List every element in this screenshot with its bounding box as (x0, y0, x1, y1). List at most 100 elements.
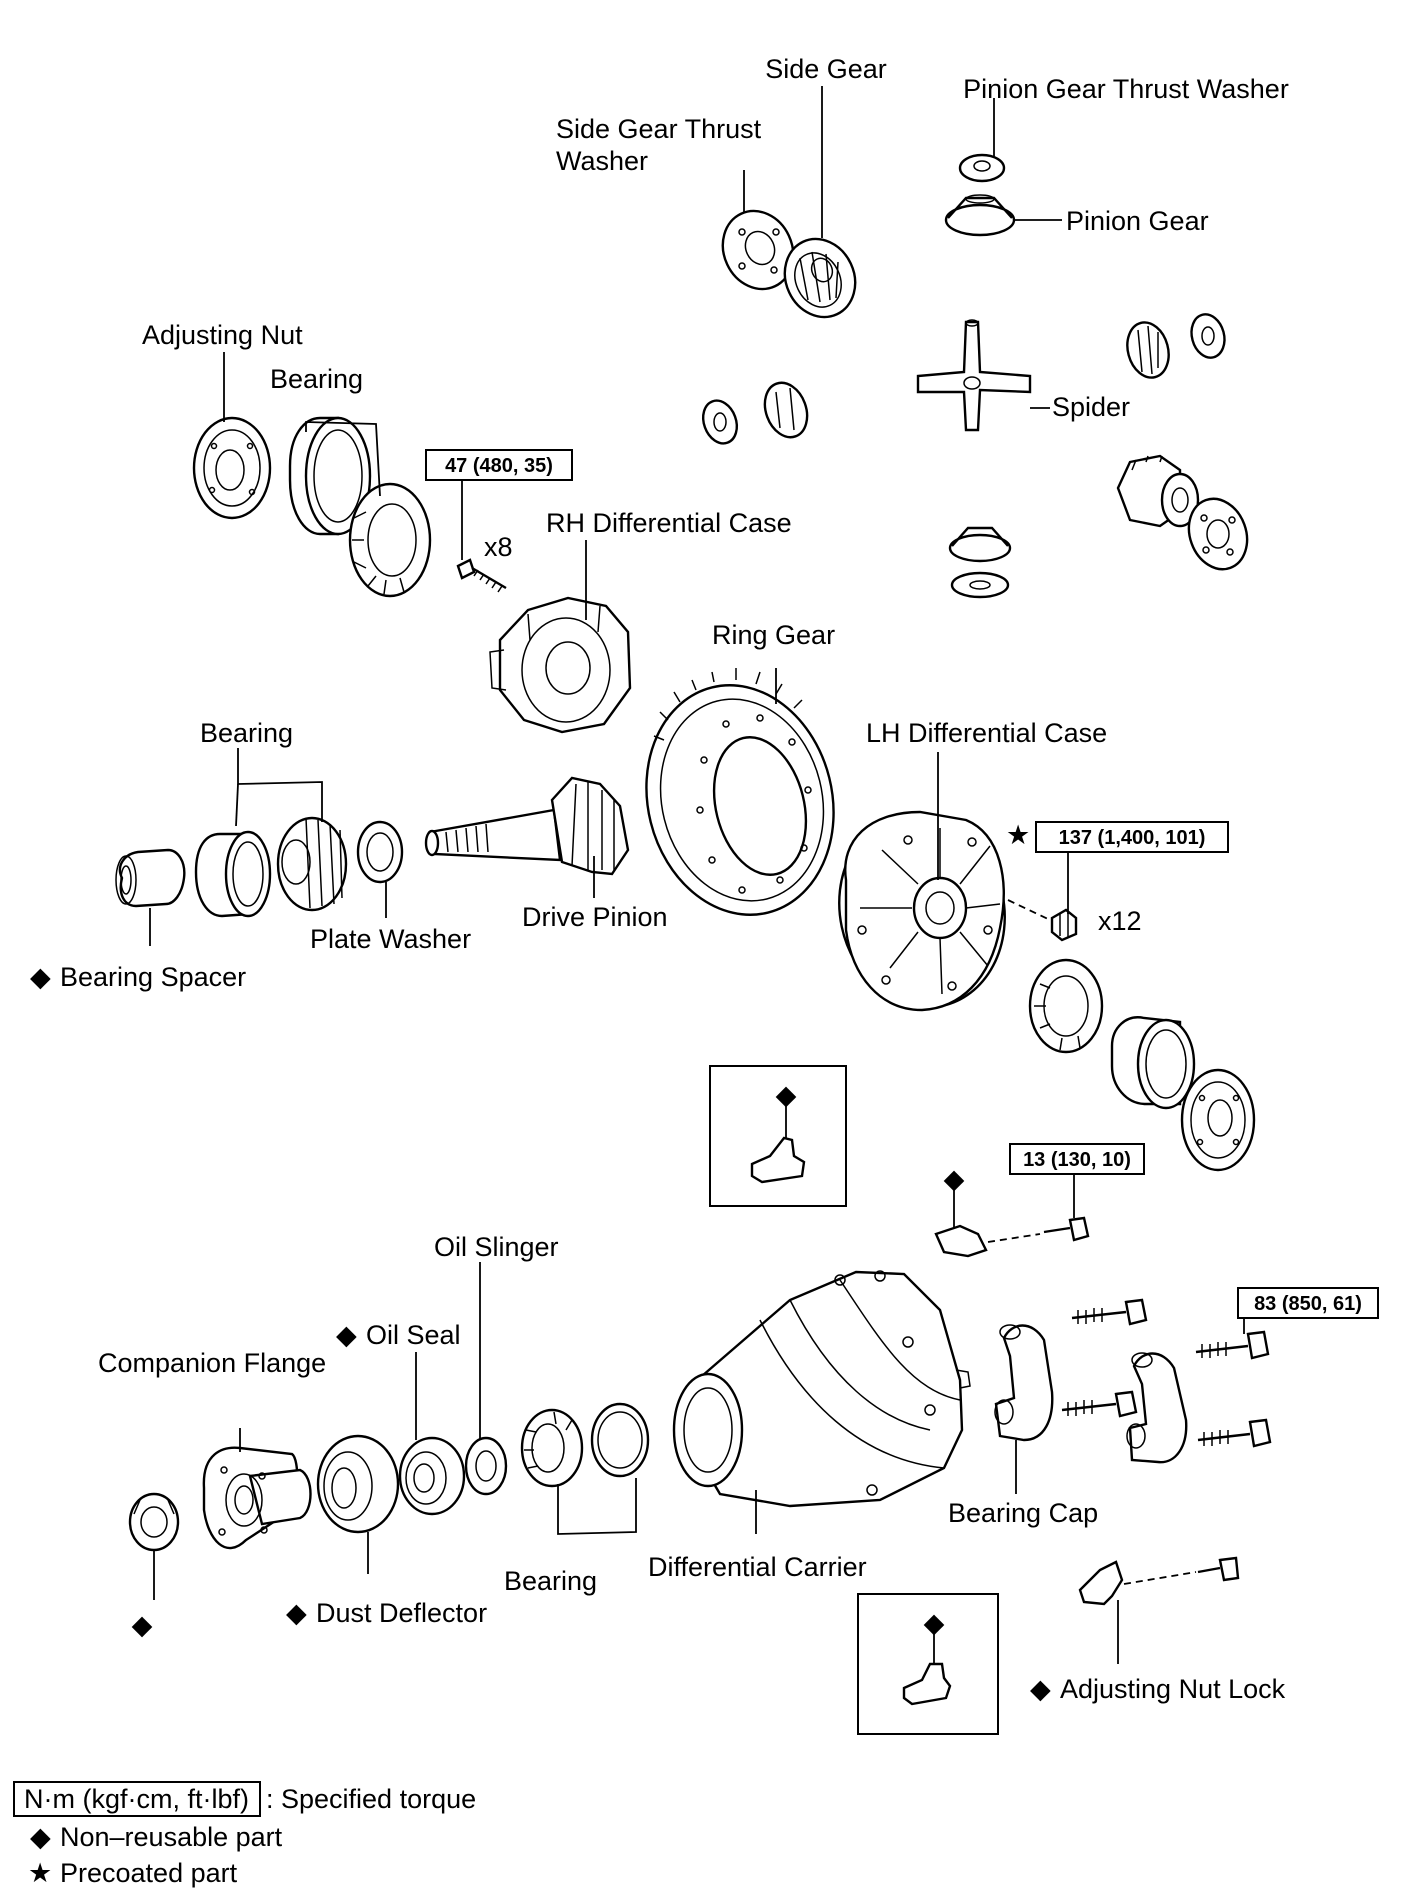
bearing-spacer-non-reusable-symbol: ◆ (30, 962, 51, 992)
plate-washer (356, 820, 404, 884)
side-gear-thrust-washer-right (1190, 313, 1226, 359)
pinion-gear-top (944, 194, 1016, 237)
bearing-lh (1028, 958, 1104, 1054)
adjusting-nut-lh (1180, 1068, 1256, 1172)
differential-carrier (672, 1270, 971, 1508)
label-dust-deflector: Dust Deflector (316, 1598, 487, 1628)
bearing-cap-bolt-2 (1195, 1330, 1270, 1360)
bearing-cap-bolt-4 (1197, 1418, 1272, 1448)
side-gear-top (783, 237, 857, 319)
torque-box-nut-lock-bolt (1009, 1143, 1145, 1175)
dust-deflector-non-reusable-symbol: ◆ (286, 1598, 307, 1628)
companion-flange (202, 1446, 312, 1550)
label-bearing-spacer: Bearing Spacer (60, 962, 246, 992)
torque-bearing-cap-bolt: 83 (850, 61) (1254, 1293, 1362, 1315)
torque-nut-lock-bolt: 13 (130, 10) (1023, 1149, 1131, 1171)
spider (916, 319, 1032, 432)
label-oil-seal: Oil Seal (366, 1320, 461, 1350)
label-adjusting-nut: Adjusting Nut (142, 320, 303, 350)
bearing-mid (276, 816, 348, 912)
oil-seal (398, 1436, 466, 1516)
oil-slinger (464, 1436, 508, 1496)
ring-gear (645, 668, 835, 916)
torque-lh-case-bolt: 137 (1,400, 101) (1059, 827, 1206, 849)
label-bearing-mid: Bearing (200, 718, 293, 748)
side-gear-thrust-washer (721, 209, 795, 291)
legend-precoated-symbol: ★ (28, 1858, 52, 1888)
rh-differential-case (489, 596, 632, 734)
legend-non-reusable-symbol: ◆ (30, 1822, 51, 1852)
qty-rh-case-bolt: x8 (484, 532, 513, 562)
inset-box-lock-1 (709, 1065, 847, 1207)
label-side-gear-thrust-washer-line1: Side Gear Thrust (556, 114, 762, 144)
label-bearing-cap: Bearing Cap (948, 1498, 1098, 1528)
adjusting-nut-lock-lower (1078, 1560, 1124, 1606)
qty-lh-case-bolt: x12 (1098, 906, 1142, 936)
side-gear-lower-right (1116, 454, 1200, 528)
bearing-bottom (520, 1408, 584, 1488)
side-gear-thrust-washer-lower (1187, 497, 1249, 571)
legend-non-reusable: Non–reusable part (60, 1822, 283, 1852)
label-drive-pinion: Drive Pinion (522, 902, 668, 932)
label-companion-flange: Companion Flange (98, 1348, 326, 1378)
label-adjusting-nut-lock: Adjusting Nut Lock (1060, 1674, 1286, 1704)
inset-2-lock-part (902, 1662, 952, 1706)
inset-1-lock-part (750, 1136, 806, 1184)
torque-rh-case-bolt: 47 (480, 35) (445, 455, 553, 477)
pinion-gear-lower (948, 526, 1012, 599)
bearing-cap-right (1126, 1352, 1188, 1464)
inset-2-non-reusable-symbol: ◆ (924, 1608, 945, 1638)
legend-torque-box (13, 1781, 261, 1817)
companion-nut-non-reusable-symbol: ◆ (132, 1610, 153, 1640)
nut-lock-non-reusable-symbol: ◆ (944, 1164, 965, 1194)
label-bearing-bottom: Bearing (504, 1566, 597, 1596)
lh-case-bolt-dashline (1007, 899, 1051, 921)
nut-lock-bolt-lower (1197, 1556, 1240, 1582)
rh-case-bolt (456, 558, 507, 593)
legend-torque-unit: N·m (kgf·cm, ft·lbf) (24, 1784, 249, 1814)
pinion-gear-thrust-washer-top (958, 153, 1006, 183)
side-gear-right (1126, 321, 1170, 379)
label-differential-carrier: Differential Carrier (648, 1552, 867, 1582)
lh-case-bolt-precoated-symbol: ★ (1006, 820, 1030, 850)
inset-box-lock-2 (857, 1593, 999, 1735)
bearing-cap-bolt-3 (1061, 1390, 1138, 1418)
label-rh-differential-case: RH Differential Case (546, 508, 792, 538)
legend-precoated: Precoated part (60, 1858, 238, 1888)
label-plate-washer: Plate Washer (310, 924, 471, 954)
label-spider: Spider (1052, 392, 1130, 422)
bearing-race-mid (194, 830, 272, 918)
bearing-cap-bolt-1 (1071, 1298, 1148, 1326)
drive-pinion (424, 776, 630, 876)
label-bearing-top: Bearing (270, 364, 363, 394)
label-side-gear-thrust-washer-line2: Washer (556, 146, 648, 176)
pinion-thrust-washer-left (763, 381, 809, 439)
bearing-top (348, 482, 432, 598)
label-pinion-gear-thrust-washer: Pinion Gear Thrust Washer (963, 74, 1289, 104)
bearing-race-top (288, 416, 372, 536)
bearing-race-bottom (590, 1402, 650, 1478)
adjusting-nut-lock-non-reusable-symbol: ◆ (1030, 1674, 1051, 1704)
pinion-gear-left (701, 399, 739, 445)
label-ring-gear: Ring Gear (712, 620, 835, 650)
label-side-gear: Side Gear (765, 54, 887, 84)
torque-box-rh-case-bolt (425, 449, 573, 481)
inset-1-non-reusable-symbol: ◆ (776, 1080, 797, 1110)
bearing-cap-left (994, 1324, 1054, 1442)
torque-box-bearing-cap-bolt (1237, 1287, 1379, 1319)
torque-box-lh-case-bolt (1035, 821, 1229, 853)
lh-case-bolt (1050, 908, 1078, 942)
label-oil-slinger: Oil Slinger (434, 1232, 559, 1262)
nut-lock-bolt (1043, 1216, 1090, 1242)
leader-lines (149, 86, 1245, 1664)
dust-deflector (316, 1434, 400, 1534)
label-lh-differential-case: LH Differential Case (866, 718, 1107, 748)
bearing-spacer (115, 848, 186, 908)
label-pinion-gear: Pinion Gear (1066, 206, 1209, 236)
lh-differential-case (838, 810, 1006, 1012)
bearing-race-lh (1110, 1016, 1196, 1110)
oil-seal-non-reusable-symbol: ◆ (336, 1320, 357, 1350)
adjusting-nut-lock-upper (934, 1224, 988, 1258)
